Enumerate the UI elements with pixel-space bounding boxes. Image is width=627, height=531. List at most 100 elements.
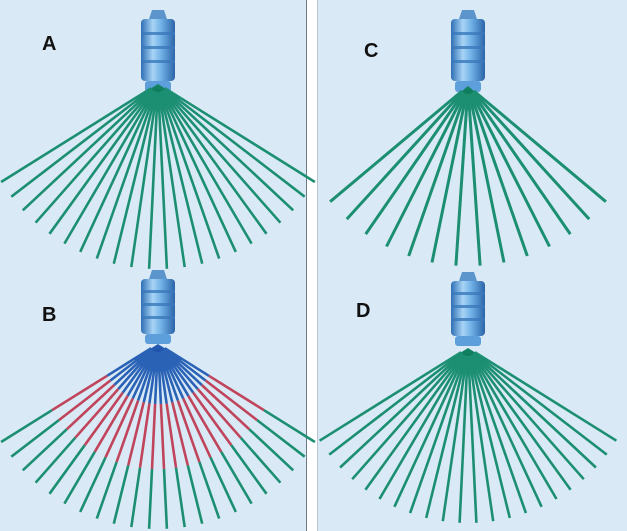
spray-ray bbox=[208, 374, 265, 412]
spray-ray bbox=[0, 409, 53, 444]
spray-ray bbox=[430, 93, 468, 263]
spray-ray bbox=[158, 91, 204, 265]
nozzle-icon bbox=[141, 10, 175, 92]
nozzle-icon bbox=[451, 10, 485, 92]
spray-ray bbox=[441, 355, 469, 522]
spray-ray bbox=[160, 350, 190, 397]
spray-ray bbox=[470, 92, 551, 248]
spray-ray bbox=[83, 391, 124, 446]
spray-ray bbox=[48, 444, 86, 495]
spray-ray bbox=[117, 349, 154, 390]
spray-ray bbox=[176, 400, 201, 463]
spray-ray bbox=[474, 351, 618, 442]
spray-ray bbox=[209, 456, 237, 513]
spray-ray bbox=[161, 89, 268, 235]
nozzle-icon bbox=[451, 272, 485, 346]
spray-ray bbox=[469, 93, 529, 257]
spray-ray bbox=[454, 93, 469, 266]
spray-ray bbox=[159, 91, 221, 260]
spray-ray bbox=[104, 397, 134, 458]
spray-ray bbox=[95, 91, 157, 260]
spray-ray bbox=[106, 347, 152, 377]
spray-ray bbox=[263, 409, 316, 444]
spray-ray bbox=[204, 379, 258, 422]
spray-ray bbox=[220, 451, 253, 505]
spray-ray bbox=[473, 351, 608, 456]
nozzle-d bbox=[451, 272, 485, 346]
spray-ray bbox=[472, 90, 591, 221]
spray-ray bbox=[339, 352, 464, 469]
spray-ray bbox=[74, 388, 120, 439]
spray-ray bbox=[351, 353, 464, 481]
spray-ray bbox=[171, 401, 190, 466]
spray-ray bbox=[131, 350, 156, 399]
spray-ray bbox=[63, 90, 156, 245]
spray-ray bbox=[160, 350, 185, 399]
spray-ray bbox=[385, 92, 466, 248]
spray-ray bbox=[160, 90, 237, 253]
spray-ray bbox=[186, 465, 204, 525]
spray-ray bbox=[162, 88, 295, 212]
spray-ray bbox=[157, 351, 168, 404]
spray-fan-a bbox=[0, 84, 316, 269]
spray-ray bbox=[467, 93, 482, 266]
spray-ray bbox=[21, 88, 154, 212]
spray-ray bbox=[34, 436, 77, 484]
spray-ray bbox=[364, 91, 465, 235]
spray-ray bbox=[467, 355, 495, 522]
spray-ray bbox=[393, 354, 466, 508]
spray-ray bbox=[165, 403, 178, 468]
spray-ray bbox=[196, 388, 242, 439]
spray-ray bbox=[164, 87, 316, 184]
spray-ray bbox=[378, 354, 466, 500]
spray-ray bbox=[150, 403, 157, 469]
spray-ray bbox=[48, 89, 155, 235]
spray-ray bbox=[470, 354, 543, 508]
spray-ray bbox=[239, 436, 282, 484]
spray-ray bbox=[130, 91, 159, 268]
spray-ray bbox=[162, 468, 169, 529]
spray-ray bbox=[468, 93, 506, 263]
nozzle-a bbox=[141, 10, 175, 92]
spray-ray bbox=[112, 465, 130, 525]
spray-fan-b bbox=[0, 344, 316, 529]
spray-ray bbox=[147, 468, 154, 529]
spray-ray bbox=[329, 89, 463, 203]
spray-ray bbox=[126, 401, 145, 466]
spray-ray bbox=[200, 384, 251, 431]
spray-ray bbox=[121, 349, 155, 394]
spray-ray bbox=[164, 347, 210, 377]
spray-ray bbox=[58, 379, 112, 422]
spray-ray bbox=[162, 348, 203, 386]
spray-ray bbox=[318, 351, 462, 442]
spray-ray bbox=[159, 351, 180, 402]
spray-ray bbox=[159, 403, 166, 469]
label-d: D bbox=[356, 300, 371, 322]
spray-ray bbox=[163, 347, 207, 382]
spray-ray bbox=[162, 89, 282, 224]
spray-ray bbox=[93, 395, 129, 453]
nozzle-c bbox=[451, 10, 485, 92]
spray-ray bbox=[248, 428, 295, 472]
spray-ray bbox=[138, 403, 151, 468]
spray-ray bbox=[65, 384, 116, 431]
spray-ray bbox=[458, 355, 469, 523]
spray-ray bbox=[408, 355, 467, 514]
spray-ray bbox=[469, 355, 528, 514]
spray-ray bbox=[136, 351, 157, 402]
spray-fan-d bbox=[318, 348, 618, 523]
spray-ray bbox=[328, 351, 463, 456]
spray-ray bbox=[0, 87, 152, 184]
spray-ray bbox=[192, 391, 233, 446]
spray-ray bbox=[364, 353, 465, 491]
spray-ray bbox=[158, 351, 174, 403]
spray-ray bbox=[182, 397, 212, 458]
spray-ray bbox=[153, 351, 159, 404]
label-b: B bbox=[42, 304, 57, 326]
spray-ray bbox=[230, 444, 268, 495]
spray-ray bbox=[256, 419, 306, 458]
spray-ray bbox=[34, 89, 154, 224]
label-c: C bbox=[364, 40, 379, 62]
spray-ray bbox=[21, 428, 68, 472]
spray-ray bbox=[472, 352, 597, 469]
